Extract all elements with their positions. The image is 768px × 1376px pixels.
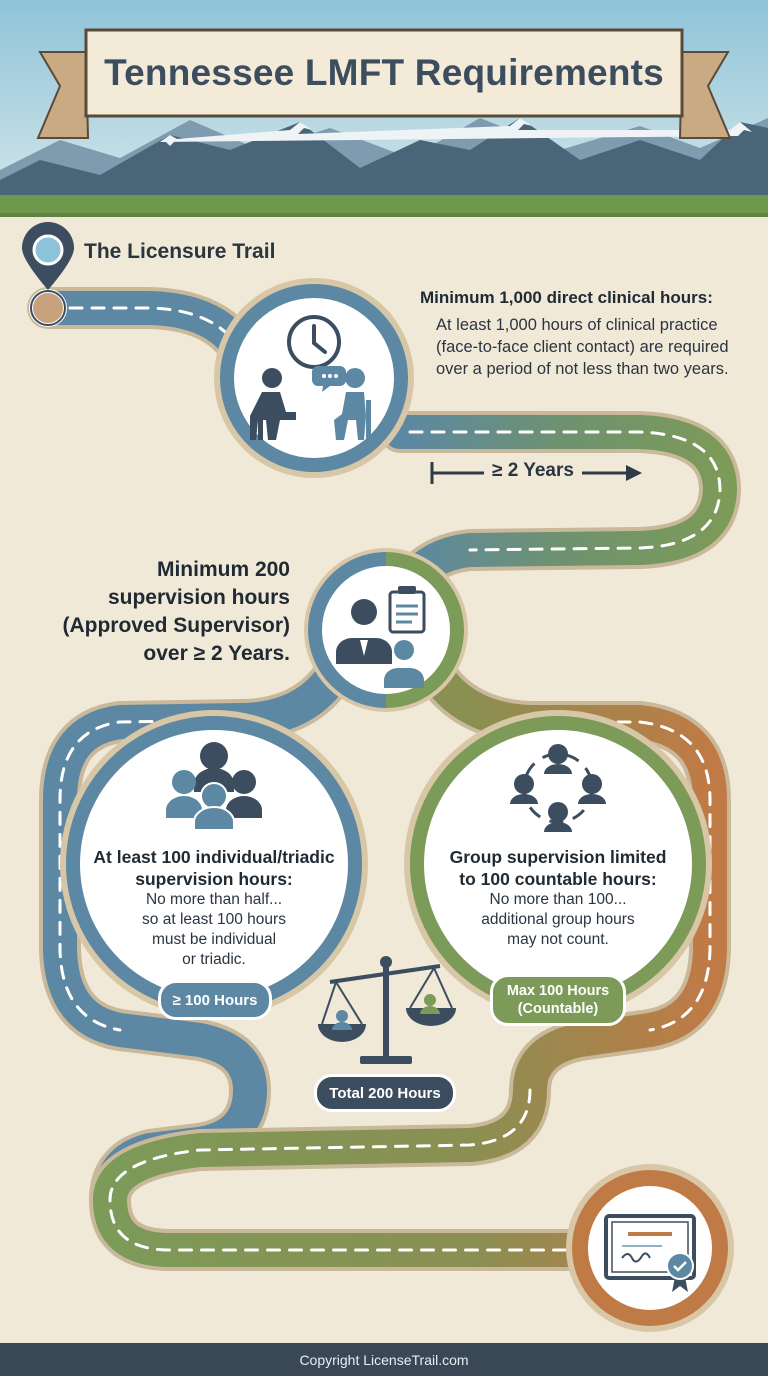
supervision-heading-line-3: (Approved Supervisor)	[62, 614, 290, 637]
individual-heading-line-1: At least 100 individual/triadic	[93, 847, 335, 867]
individual-body-line-4: or triadic.	[182, 951, 246, 968]
speech-bubble-icon	[312, 366, 346, 392]
group-body-line-2: additional group hours	[481, 911, 635, 928]
snow-caps	[160, 118, 752, 146]
page-title: Tennessee LMFT Requirements	[104, 52, 664, 93]
circle-network-icon	[510, 744, 606, 832]
individual-body-line-1: No more than half...	[145, 891, 283, 908]
arrow-right-icon	[430, 462, 642, 484]
supervision-heading-line-4: over ≥ 2 Years.	[143, 642, 290, 665]
road-dashes-2	[408, 430, 722, 552]
grass-strip	[0, 195, 768, 215]
individual-heading-line-2: supervision hours:	[135, 869, 293, 889]
group-heading-line-1: Group supervision limited	[449, 847, 667, 867]
banner-tail-right	[678, 51, 732, 139]
individual-hours-badge: ≥ 100 Hours	[158, 980, 272, 1020]
group-body-line-1: No more than 100...	[489, 891, 627, 908]
map-pin-icon	[22, 222, 74, 327]
clinical-hours-body: At least 1,000 hours of clinical practic…	[436, 316, 729, 378]
individual-body-line-3: must be individual	[151, 931, 277, 948]
supervisor-clipboard-icon	[336, 586, 426, 688]
group-heading-line-2: to 100 countable hours:	[459, 869, 657, 889]
clock-icon	[287, 315, 341, 369]
supervision-heading-line-1: Minimum 200	[156, 558, 290, 581]
individual-supervision-node	[60, 710, 368, 1018]
certificate-icon	[604, 1214, 696, 1292]
banner-tail-left	[36, 51, 90, 139]
clinical-hours-heading: Minimum 1,000 direct clinical hours:	[420, 288, 713, 307]
group-people-icon	[166, 742, 262, 831]
group-badge-line-1: Max 100 Hours	[506, 983, 610, 999]
individual-text: At least 100 individual/triadic supervis…	[80, 846, 348, 970]
trail-label: The Licensure Trail	[84, 240, 276, 263]
supervision-heading-line-2: supervision hours	[107, 586, 290, 609]
road-dashes-1	[46, 306, 252, 372]
near-mountains	[0, 118, 768, 215]
group-hours-badge: Max 100 Hours (Countable)	[490, 974, 626, 1026]
footer-copyright: Copyright LicenseTrail.com	[0, 1343, 768, 1376]
group-text: Group supervision limited to 100 countab…	[424, 846, 692, 950]
supervision-heading: Minimum 200 supervision hours (Approved …	[38, 556, 290, 668]
road-dashes-4	[528, 720, 712, 1032]
group-body-line-3: may not count.	[507, 931, 609, 948]
group-badge-line-2: (Countable)	[517, 1001, 599, 1017]
road-segment-2	[379, 411, 741, 621]
counseling-session-icon	[250, 368, 371, 440]
road	[27, 287, 741, 1271]
road-dashes-5	[108, 1088, 582, 1252]
duration-label: ≥ 2 Years	[492, 460, 574, 481]
ground-edge	[0, 213, 768, 217]
banner-body	[84, 28, 684, 118]
road-dashes-3	[58, 718, 242, 1032]
balance-scale-icon	[318, 956, 456, 1064]
total-hours-badge: Total 200 Hours	[314, 1074, 456, 1112]
individual-body-line-2: so at least 100 hours	[142, 911, 286, 928]
group-supervision-node	[404, 710, 712, 1018]
